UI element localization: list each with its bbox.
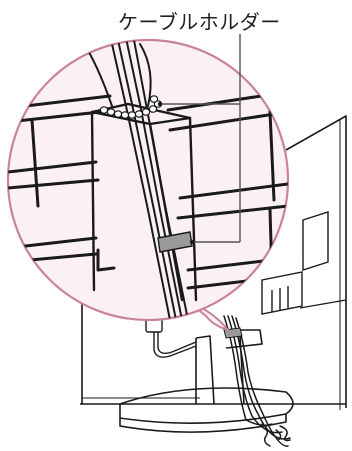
connector-block [262, 272, 302, 314]
rear-port [303, 212, 328, 270]
power-connector [146, 318, 196, 357]
tv-stand [120, 330, 293, 432]
